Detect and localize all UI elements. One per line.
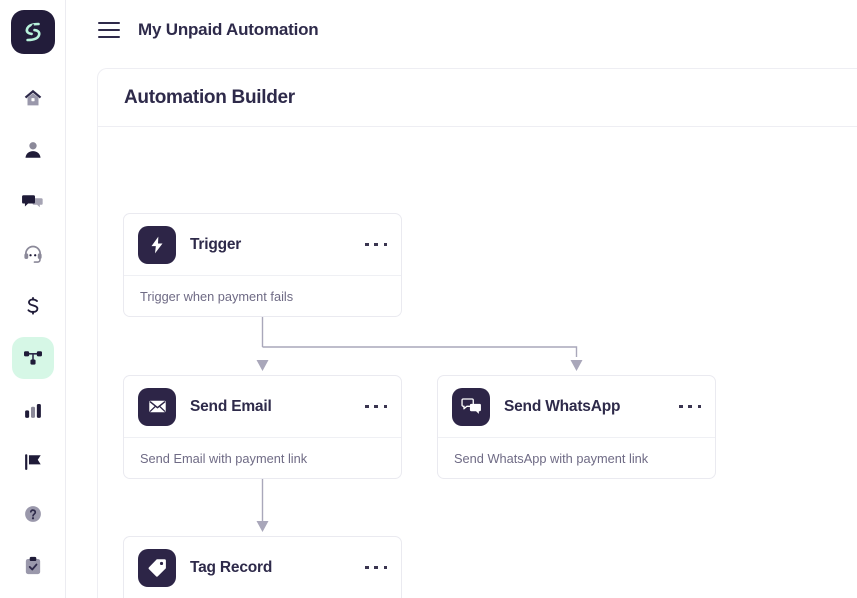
app-logo[interactable] xyxy=(10,10,55,54)
node-tree-icon xyxy=(23,351,42,365)
connector-wires xyxy=(256,213,583,532)
sidebar-item-reports[interactable] xyxy=(12,389,54,431)
node-card-tag-record[interactable]: Tag Record Tag user as Unpaid xyxy=(123,536,402,598)
node-header: Trigger xyxy=(124,214,401,276)
chat-bubbles-icon xyxy=(22,194,43,207)
node-card-send-email[interactable]: Send Email Send Email with payment link xyxy=(123,375,402,479)
node-menu-button[interactable] xyxy=(679,397,701,417)
chat-bubbles-icon xyxy=(460,398,481,414)
node-icon-send-email xyxy=(138,387,176,426)
node-description: Trigger when payment fails xyxy=(140,288,294,304)
node-menu-button[interactable] xyxy=(365,397,387,417)
home-icon xyxy=(24,89,41,106)
node-title: Send WhatsApp xyxy=(504,397,621,415)
top-bar: My Unpaid Automation xyxy=(66,0,857,60)
sidebar-item-contacts[interactable] xyxy=(12,129,54,171)
sidebar xyxy=(0,0,66,598)
sidebar-item-campaigns[interactable] xyxy=(12,441,54,483)
envelope-icon xyxy=(148,400,166,413)
user-icon xyxy=(24,142,41,158)
lightning-bolt-icon xyxy=(151,236,163,253)
panel-title: Automation Builder xyxy=(124,86,295,108)
sidebar-item-automation[interactable] xyxy=(11,337,54,379)
tag-icon xyxy=(148,559,166,577)
node-card-trigger[interactable]: Trigger Trigger when payment fails xyxy=(123,213,402,317)
automation-builder-panel: Automation Builder xyxy=(97,68,857,598)
node-card-send-whatsapp[interactable]: Send WhatsApp Send WhatsApp with payment… xyxy=(437,375,716,479)
node-menu-button[interactable] xyxy=(365,558,387,578)
node-icon-tag-record xyxy=(138,548,176,587)
brand-s-logo-icon xyxy=(25,22,41,42)
sidebar-item-tasks[interactable] xyxy=(12,545,54,587)
bar-chart-icon xyxy=(24,403,41,418)
question-circle-icon xyxy=(24,506,41,522)
node-menu-button[interactable] xyxy=(365,235,387,255)
panel-header: Automation Builder xyxy=(98,69,857,127)
node-description: Send Email with payment link xyxy=(140,450,308,466)
flag-icon xyxy=(24,454,41,470)
node-icon-send-whatsapp xyxy=(452,387,490,426)
sidebar-item-billing[interactable] xyxy=(12,285,54,327)
node-header: Tag Record xyxy=(124,537,401,598)
sidebar-item-chats[interactable] xyxy=(12,181,54,223)
node-header: Send WhatsApp xyxy=(438,376,715,438)
node-header: Send Email xyxy=(124,376,401,438)
hamburger-menu-icon[interactable] xyxy=(98,22,120,38)
sidebar-item-help[interactable] xyxy=(12,493,54,535)
clipboard-check-icon xyxy=(25,556,40,575)
automation-canvas[interactable]: Trigger Trigger when payment fails Sen xyxy=(98,127,857,598)
sidebar-item-support[interactable] xyxy=(12,233,54,275)
sidebar-item-home[interactable] xyxy=(12,77,54,119)
node-icon-trigger xyxy=(138,225,176,264)
headset-icon xyxy=(23,245,42,263)
node-title: Trigger xyxy=(190,235,242,253)
node-title: Send Email xyxy=(190,397,272,415)
page-title: My Unpaid Automation xyxy=(138,20,319,39)
node-title: Tag Record xyxy=(190,558,273,576)
dollar-icon xyxy=(26,297,38,315)
node-description: Send WhatsApp with payment link xyxy=(454,450,649,466)
